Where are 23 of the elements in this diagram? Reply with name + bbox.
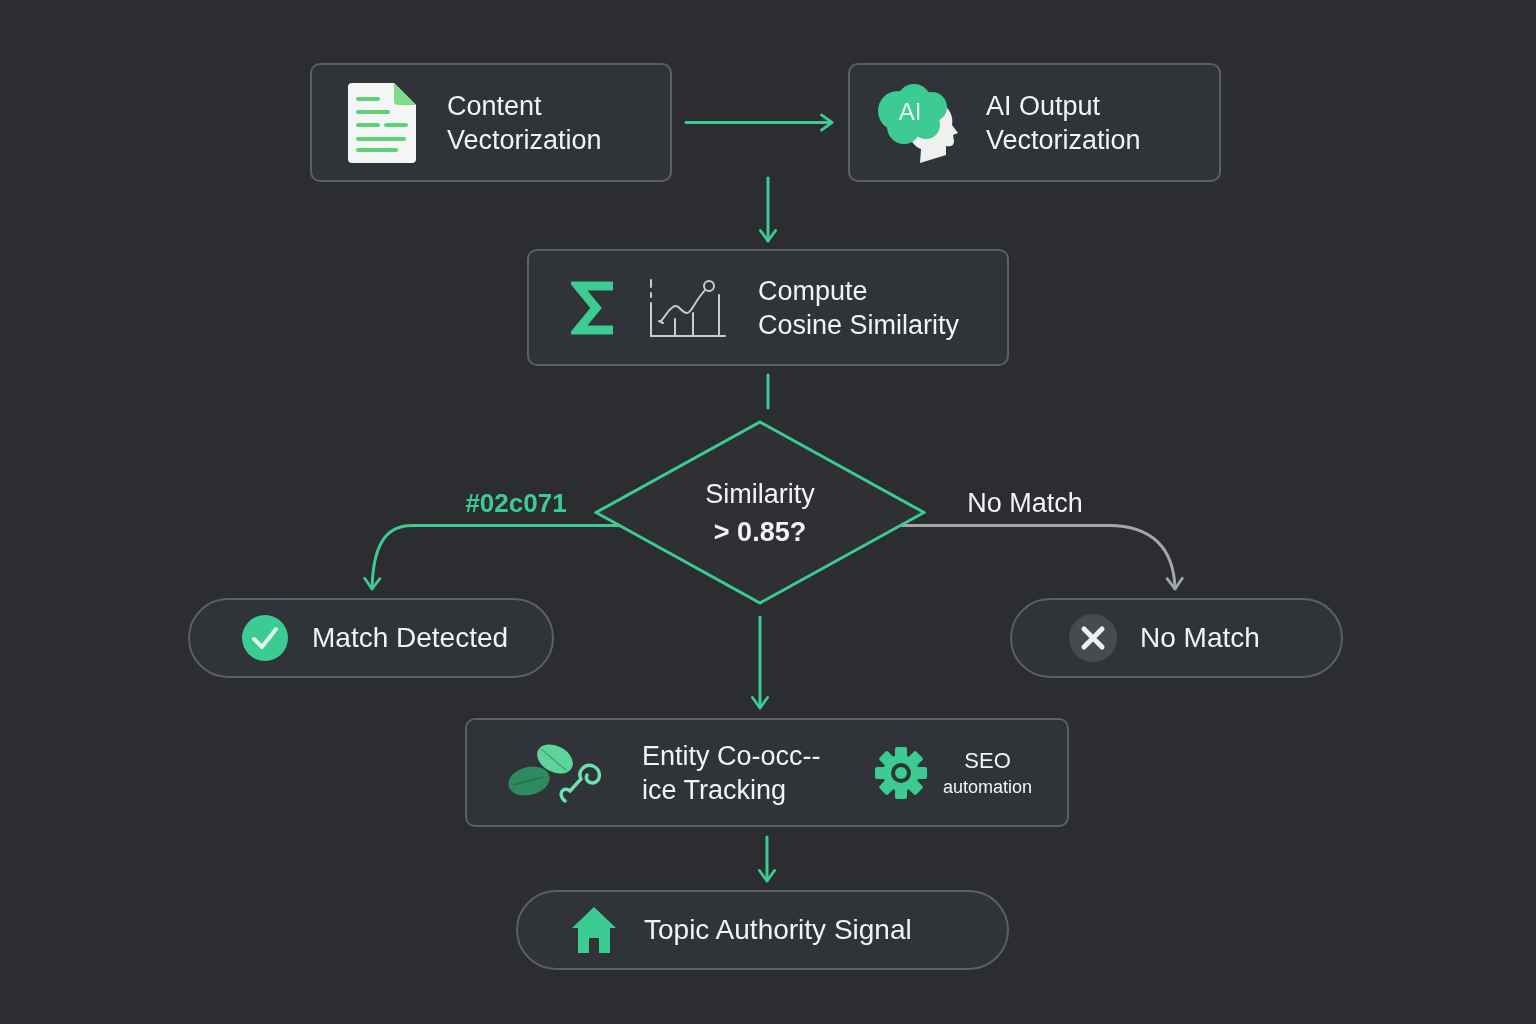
arrow xyxy=(758,835,776,883)
step-label: Compute Cosine Similarity xyxy=(758,274,960,342)
process-box xyxy=(527,249,1009,366)
tag-label: SEO xyxy=(964,746,1011,775)
edge-label: #02c071 xyxy=(465,488,567,518)
arrow xyxy=(759,176,777,243)
process-box xyxy=(848,63,1221,182)
arrow xyxy=(751,615,769,710)
process-box xyxy=(310,63,672,182)
process-box xyxy=(465,718,1069,827)
icon-label: AI xyxy=(897,96,923,127)
step-label: AI Output Vectorization xyxy=(986,89,1142,157)
step-label: Entity Co-occ-- ice Tracking xyxy=(642,739,822,807)
arrow xyxy=(684,113,834,132)
result-label: Topic Authority Signal xyxy=(644,913,912,947)
result-label: No Match xyxy=(1140,621,1260,655)
edge-label: No Match xyxy=(967,488,1083,518)
connector-line xyxy=(766,373,770,410)
decision-diamond xyxy=(594,420,926,605)
tag-caption: automation xyxy=(943,775,1033,799)
step-label: Content Vectorization xyxy=(447,89,603,157)
result-label: Match Detected xyxy=(312,621,509,655)
decision-text: Similarity > 0.85? xyxy=(704,477,816,549)
